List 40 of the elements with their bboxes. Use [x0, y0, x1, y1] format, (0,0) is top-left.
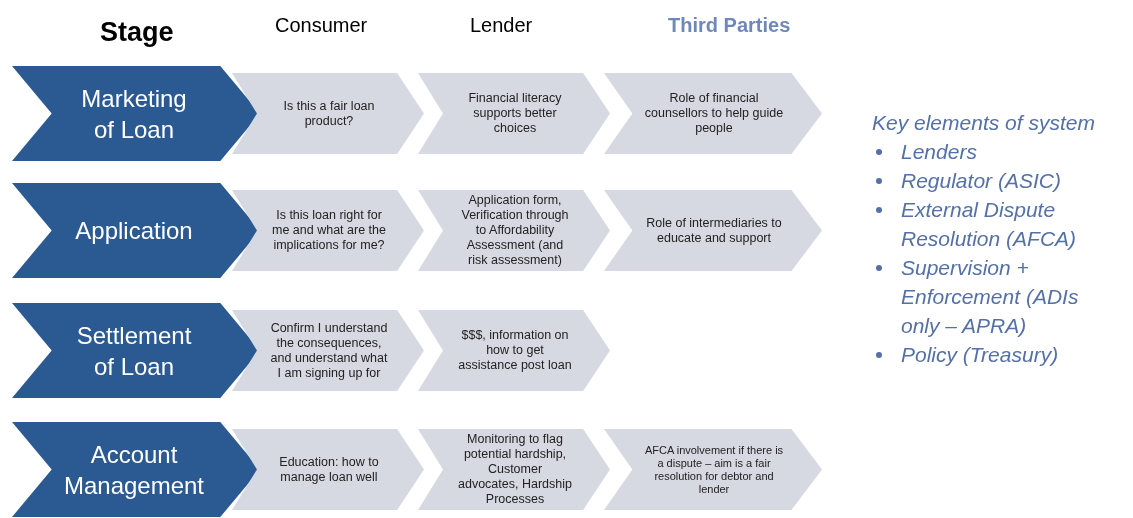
list-item: External Dispute Resolution (AFCA) [901, 197, 1078, 252]
stage-label: Settlement of Loan [75, 320, 193, 382]
step-text: Application form, Verification through to Affordability Assessment (and risk assessment) [460, 193, 570, 268]
step-text: Role of intermediaries to educate and support [645, 215, 783, 246]
step-panel [604, 190, 822, 271]
step-panel [604, 73, 822, 154]
step-panel [418, 310, 610, 391]
step-text: Is this loan right for me and what are the implications for me? [271, 208, 387, 253]
step-text: Monitoring to flag potential hardship, Customer advocates, Hardship Processes [457, 432, 573, 507]
column-header: Lender [470, 13, 533, 38]
step-text: Is this a fair loan product? [282, 98, 376, 129]
stage-banner [12, 303, 260, 398]
step-panel [604, 429, 822, 510]
list-item: Supervision + Enforcement (ADIs only – APRA) [901, 255, 1080, 339]
step-text: Education: how to manage loan well [278, 454, 380, 485]
step-panel [232, 429, 424, 510]
step-panel [232, 73, 424, 154]
list-item: Lenders [901, 139, 977, 165]
column-header: Third Parties [668, 13, 791, 38]
step-text: Role of financial counsellors to help guide people [643, 91, 785, 136]
step-panel [418, 190, 610, 271]
step-panel [232, 310, 424, 391]
list-heading: Key elements of system [872, 110, 1096, 136]
step-panel [418, 429, 610, 510]
step-panel [232, 190, 424, 271]
step-text: Financial literacy supports better choices [467, 91, 563, 136]
list-item: Policy (Treasury) [901, 342, 1059, 368]
step-text: AFCA involvement if there is a dispute – aim is a fair resolution for debtor and lender [643, 443, 785, 496]
column-header: Stage [100, 16, 174, 49]
stage-label: Marketing of Loan [80, 83, 188, 145]
step-text: $$$, information on how to get assistance post loan [457, 328, 573, 373]
stage-label: Account Management [63, 439, 205, 501]
column-header: Consumer [275, 13, 368, 38]
list-item: Regulator (ASIC) [901, 168, 1061, 194]
stage-banner [12, 66, 260, 161]
stage-banner [12, 422, 260, 517]
stage-banner [12, 183, 260, 278]
step-panel [418, 73, 610, 154]
step-text: Confirm I understand the consequences, and understand what I am signing up for [270, 320, 388, 381]
stage-label: Application [75, 216, 193, 246]
